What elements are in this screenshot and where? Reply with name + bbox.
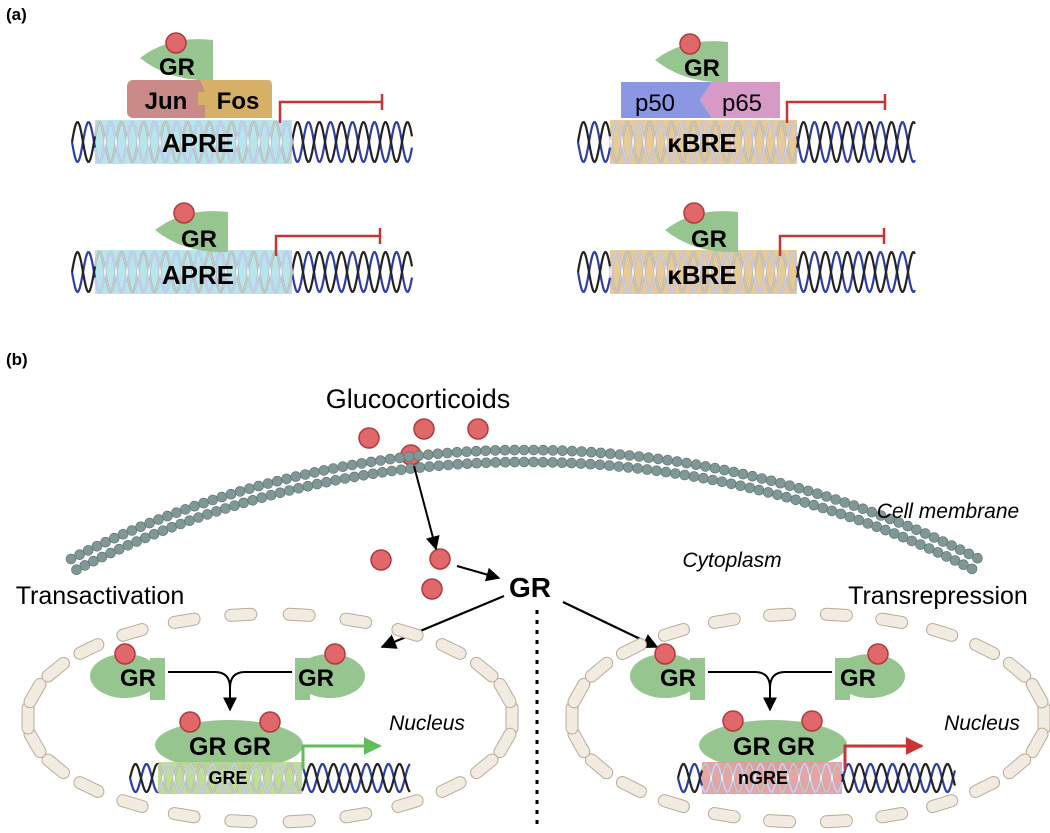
dna-apre-bottom bbox=[70, 250, 414, 294]
ligand-icon bbox=[324, 643, 346, 665]
fos-label: Fos bbox=[217, 88, 260, 115]
kbre-label-bottom: κBRE bbox=[667, 260, 736, 290]
ligand-icon bbox=[722, 710, 744, 732]
cell-membrane bbox=[65, 444, 983, 576]
ligand-icon bbox=[679, 33, 701, 55]
ligand-icon bbox=[114, 643, 136, 665]
gr-protein bbox=[155, 211, 228, 253]
transrepression-label: Transrepression bbox=[848, 582, 1028, 610]
gre-label: GRE bbox=[208, 768, 247, 788]
diffusion-arrow bbox=[413, 465, 440, 551]
gr-label: GR bbox=[159, 54, 195, 81]
panel-a-label: (a) bbox=[6, 5, 27, 24]
gr-bound-apre: GR bbox=[155, 202, 228, 253]
dna-kbre-top bbox=[576, 120, 916, 164]
gr-monomer: GR bbox=[835, 643, 905, 700]
ligand-icon bbox=[370, 549, 392, 571]
nucleus-envelope-right bbox=[565, 607, 1050, 829]
dna-apre-top bbox=[70, 120, 414, 164]
nucleus-label-right: Nucleus bbox=[944, 712, 1020, 735]
gr-label: GR bbox=[120, 665, 156, 692]
ligand-icon bbox=[421, 578, 443, 600]
gr-dimer-label: GR GR bbox=[733, 733, 815, 761]
dimerization-connector bbox=[708, 671, 832, 689]
gr-jun-fos-complex: GR Jun Fos bbox=[127, 32, 272, 118]
transactivation-label: Transactivation bbox=[16, 582, 185, 610]
dna-ngre bbox=[676, 762, 957, 794]
p50-protein bbox=[621, 82, 712, 118]
apre-label-top: APRE bbox=[162, 128, 234, 158]
nucleus-label-left: Nucleus bbox=[389, 712, 465, 735]
dna-gre bbox=[128, 762, 411, 794]
ligand-icon bbox=[429, 548, 451, 570]
gr-label: GR bbox=[660, 665, 696, 692]
gr-label: GR bbox=[181, 226, 217, 253]
jun-label: Jun bbox=[145, 88, 188, 115]
kbre-label-top: κBRE bbox=[667, 128, 736, 158]
gr-monomer: GR bbox=[295, 643, 365, 700]
fos-protein bbox=[198, 80, 272, 118]
repressed-transcription-icon bbox=[274, 228, 382, 256]
nucleus-envelope-left bbox=[21, 607, 519, 829]
gr-protein bbox=[665, 211, 738, 253]
gr-monomer: GR bbox=[630, 643, 705, 700]
cell-membrane-label: Cell membrane bbox=[877, 500, 1019, 523]
gr-protein bbox=[655, 41, 728, 83]
p50-label: p50 bbox=[635, 90, 675, 117]
ligand-icon bbox=[173, 202, 195, 224]
dimerization-connector bbox=[168, 671, 292, 689]
repressed-transcription-arrow bbox=[843, 737, 924, 769]
repressed-transcription-icon bbox=[785, 94, 887, 123]
apre-label-bottom: APRE bbox=[162, 260, 234, 290]
gr-label: GR bbox=[298, 665, 334, 692]
arrow-to-transactivation bbox=[380, 594, 505, 649]
ligand-icon bbox=[259, 711, 281, 733]
gr-label: GR bbox=[691, 226, 727, 253]
cytoplasm-label: Cytoplasm bbox=[682, 549, 781, 572]
ligand-icon bbox=[179, 711, 201, 733]
binding-arrow bbox=[456, 565, 501, 582]
jun-protein bbox=[127, 80, 210, 118]
gr-dimer: GR GR bbox=[155, 711, 303, 770]
gr-label: GR bbox=[684, 55, 720, 82]
gr-bound-kbre: GR bbox=[665, 202, 738, 253]
ligand-icon bbox=[467, 418, 489, 440]
gr-cytoplasm-label: GR bbox=[509, 572, 551, 603]
activated-transcription-icon bbox=[301, 737, 382, 769]
ligand-icon bbox=[867, 643, 889, 665]
gr-dimer: GR GR bbox=[699, 710, 847, 770]
glucocorticoid-molecules bbox=[358, 418, 489, 600]
panel-b-label: (b) bbox=[6, 350, 28, 369]
p65-protein bbox=[700, 82, 780, 118]
gr-protein bbox=[140, 39, 213, 81]
ligand-icon bbox=[801, 710, 823, 732]
repressed-transcription-icon bbox=[278, 94, 384, 123]
ligand-icon bbox=[683, 202, 705, 224]
glucocorticoids-label: Glucocorticoids bbox=[326, 384, 511, 414]
p65-label: p65 bbox=[722, 90, 762, 117]
ligand-icon bbox=[413, 418, 435, 440]
dna-kbre-bottom bbox=[576, 250, 916, 294]
gr-label: GR bbox=[840, 665, 876, 692]
ligand-icon bbox=[165, 32, 187, 54]
repressed-transcription-icon bbox=[778, 228, 886, 256]
ligand-icon bbox=[358, 427, 380, 449]
ngre-label: nGRE bbox=[738, 768, 788, 788]
gr-dimer-label: GR GR bbox=[189, 733, 271, 761]
ligand-icon bbox=[654, 643, 676, 665]
gr-monomer: GR bbox=[90, 643, 165, 700]
gr-p50-p65-complex: GR p50 p65 bbox=[621, 33, 780, 118]
